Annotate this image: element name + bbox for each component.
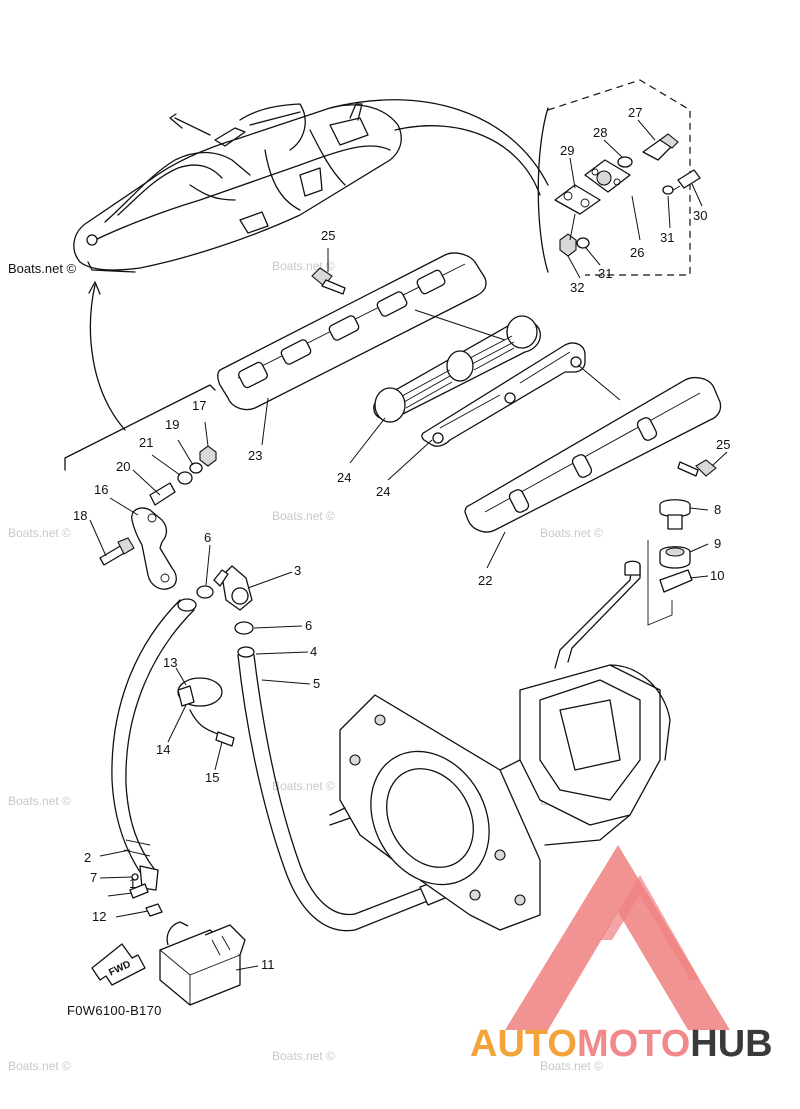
callout-31: 31: [598, 266, 612, 281]
callout-28: 28: [593, 125, 607, 140]
jet-pump-housing: [329, 560, 671, 931]
part-22-plate: [464, 377, 722, 533]
watermark: Boats.net ©: [8, 261, 77, 276]
watermark: Boats.net ©: [8, 526, 71, 540]
group-boundary: [547, 79, 691, 276]
part-18-bolt: [99, 537, 135, 566]
group-bracket: [537, 107, 549, 273]
drain-plug-parts: [647, 499, 693, 626]
callout-15: 15: [205, 770, 219, 785]
callout-11: 11: [261, 957, 275, 972]
logo-triangle-inner: [600, 875, 700, 980]
callout-9: 9: [714, 536, 721, 551]
callout-19: 19: [165, 417, 179, 432]
callout-13: 13: [163, 655, 177, 670]
watermark: Boats.net ©: [272, 779, 335, 793]
callout-8: 8: [714, 502, 721, 517]
callout-3: 3: [294, 563, 301, 578]
callout-26: 26: [630, 245, 644, 260]
watermark: Boats.net ©: [272, 1049, 335, 1063]
callout-32: 32: [570, 280, 584, 295]
small-fittings: [129, 873, 163, 917]
callouts: 1 2 3 4 5 6 6 7 8 9 10 11 12 13 14 15 16…: [73, 105, 730, 972]
callout-27: 27: [628, 105, 642, 120]
logo-triangle: [505, 845, 730, 1030]
group-bracket: [64, 384, 216, 471]
callout-22: 22: [478, 573, 492, 588]
callout-24: 24: [337, 470, 351, 485]
callout-16: 16: [94, 482, 108, 497]
callout-2: 2: [84, 850, 91, 865]
callout-20: 20: [116, 459, 130, 474]
part-6-clamp: [196, 585, 254, 635]
callout-6: 6: [204, 530, 211, 545]
callout-30: 30: [693, 208, 707, 223]
part-3-valve: [213, 565, 253, 611]
callout-17: 17: [192, 398, 206, 413]
watermark: Boats.net ©: [272, 259, 335, 273]
callout-6: 6: [305, 618, 312, 633]
part-16-bracket: [131, 507, 177, 590]
callout-23: 23: [248, 448, 262, 463]
callout-21: 21: [139, 435, 153, 450]
part-23-plate: [217, 252, 487, 411]
callout-4: 4: [310, 644, 317, 659]
part-25-bolt: [311, 267, 346, 295]
connector-curve: [329, 99, 549, 186]
callout-12: 12: [92, 909, 106, 924]
callout-14: 14: [156, 742, 170, 757]
callout-29: 29: [560, 143, 574, 158]
connector-line: [414, 309, 506, 341]
fwd-arrow: FWD: [91, 943, 146, 986]
watermark: Boats.net ©: [8, 794, 71, 808]
watermark: Boats.net ©: [272, 509, 335, 523]
callout-18: 18: [73, 508, 87, 523]
watermark: Boats.net ©: [8, 1059, 71, 1073]
part-11-controller: [159, 921, 246, 1006]
connector-curve: [394, 125, 541, 196]
watermark: Boats.net ©: [540, 526, 603, 540]
callout-5: 5: [313, 676, 320, 691]
part-24-bumper-upper: [373, 315, 541, 423]
jet-ski-illustration: [73, 103, 402, 273]
logo-text-hub: HUB: [690, 1023, 772, 1065]
logo-text: AUTOMOTOHUB: [470, 1023, 773, 1065]
automotohub-logo: AUTOMOTOHUB: [470, 845, 773, 1065]
part-25-bolt: [677, 459, 717, 477]
part-17-21-hardware: [149, 445, 217, 506]
logo-text-moto: MOTO: [577, 1023, 690, 1065]
part-24-bumper-lower: [421, 342, 586, 447]
fuel-sender-parts: [554, 133, 701, 257]
part-code: F0W6100-B170: [67, 1003, 162, 1018]
part-5-pipe: [237, 646, 446, 932]
callout-25: 25: [716, 437, 730, 452]
callout-leaders: [89, 119, 728, 971]
arrow-head: [88, 281, 101, 295]
watermark: Boats.net ©: [540, 1059, 603, 1073]
callout-7: 7: [90, 870, 97, 885]
connector-curve: [89, 284, 126, 431]
callout-1: 1: [129, 876, 136, 891]
callout-31: 31: [660, 230, 674, 245]
callout-25: 25: [321, 228, 335, 243]
connector-line: [577, 364, 621, 401]
callout-10: 10: [710, 568, 724, 583]
part-13-clamp: [177, 677, 235, 747]
part-2-hose: [111, 598, 197, 891]
callout-24: 24: [376, 484, 390, 499]
logo-text-auto: AUTO: [470, 1023, 577, 1065]
